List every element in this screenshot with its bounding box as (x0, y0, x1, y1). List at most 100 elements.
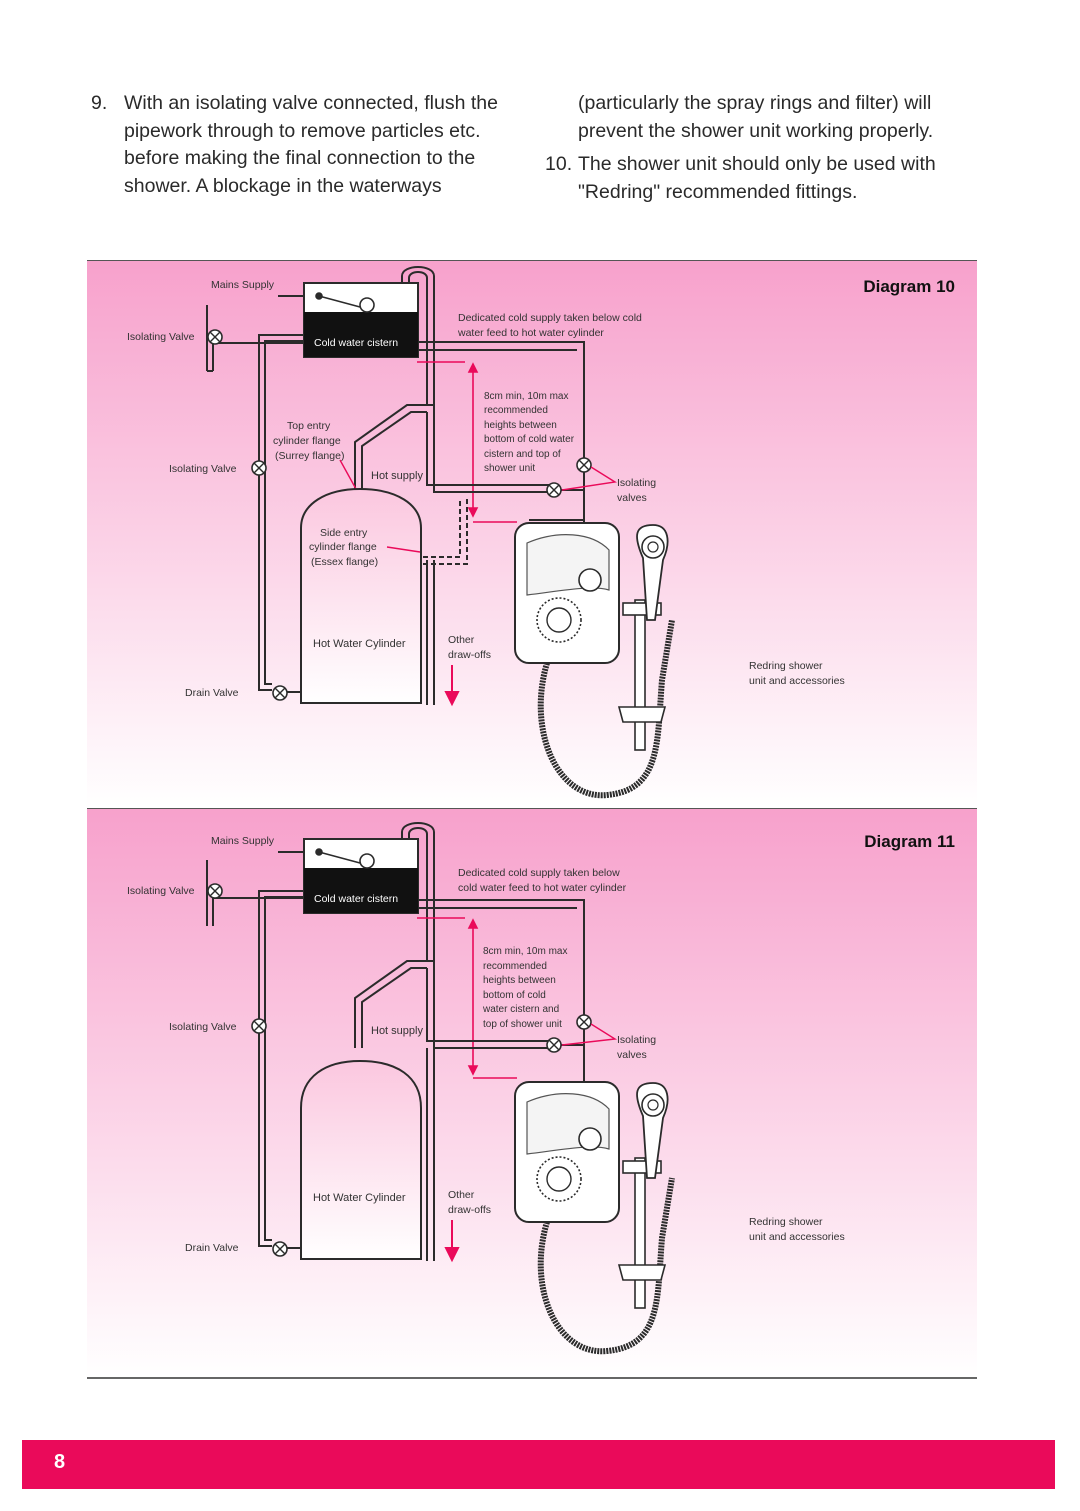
heights-note-5: cistern and top of (484, 449, 561, 460)
mains-supply-label: Mains Supply (211, 279, 275, 291)
diagram-title: Diagram 11 (864, 832, 955, 851)
diagram-11-panel: Diagram 11 Mains Supply Isolating Valve … (87, 808, 977, 1379)
hot-water-cylinder (300, 487, 422, 704)
float-valve-icon (315, 848, 375, 869)
draw-off-pipes (426, 1048, 435, 1261)
side-entry-line3: (Essex flange) (311, 556, 378, 568)
isolating-valves-pointer (561, 1023, 618, 1046)
height-indicator (417, 361, 517, 523)
diagram-title: Diagram 10 (863, 277, 955, 296)
isolating-valve-mid-icon (251, 1018, 267, 1034)
dedicated-cold-supply (418, 899, 585, 1030)
drain-valve-icon (272, 1241, 288, 1257)
isolating-valves-line1: Isolating (617, 477, 656, 489)
dedicated-supply-line2: cold water feed to hot water cylinder (458, 882, 627, 894)
cold-feed-inner (264, 896, 304, 1241)
isolating-valve-top-label: Isolating Valve (127, 885, 195, 897)
heights-note-1: 8cm min, 10m max (483, 946, 567, 957)
shower-unit (514, 1081, 620, 1223)
isolating-valve-top-label: Isolating Valve (127, 331, 195, 343)
other-drawoffs-line2: draw-offs (448, 649, 491, 661)
heights-note-1: 8cm min, 10m max (484, 391, 568, 402)
dedicated-supply-line2: water feed to hot water cylinder (457, 327, 604, 339)
draw-off-pipes (426, 560, 435, 705)
step-9-continuation-text: (particularly the spray rings and filter… (578, 92, 934, 142)
step-10: 10. The shower unit should only be used … (545, 151, 1005, 206)
step-9-continuation: (particularly the spray rings and filter… (578, 90, 998, 145)
cold-feed-outer (258, 890, 304, 1247)
isolating-valves-line2: valves (617, 492, 647, 504)
isolating-valve-mid-label: Isolating Valve (169, 463, 237, 475)
heights-note-6: top of shower unit (483, 1019, 562, 1030)
hot-supply-pipe-outer (426, 412, 554, 486)
heights-note-2: recommended (483, 961, 547, 972)
page-number: 8 (54, 1451, 66, 1473)
side-entry-line2: cylinder flange (309, 541, 377, 553)
cistern-label: Cold water cistern (314, 337, 398, 349)
heights-note-5: water cistern and (482, 1004, 559, 1015)
top-entry-pointer (339, 459, 357, 490)
step-9: 9. With an isolating valve connected, fl… (91, 90, 531, 200)
heights-note-4: bottom of cold (483, 990, 546, 1001)
hot-water-cylinder (300, 1059, 422, 1260)
step-9-number: 9. (91, 92, 108, 114)
redring-shower-line2: unit and accessories (749, 1231, 845, 1243)
heights-note-3: heights between (483, 975, 556, 986)
vent-pipe (401, 266, 435, 410)
heights-note-4: bottom of cold water (484, 434, 575, 445)
drain-valve-icon (272, 685, 288, 701)
isolating-valve-mid-label: Isolating Valve (169, 1021, 237, 1033)
other-drawoffs-line1: Other (448, 634, 475, 646)
isolating-valves-line1: Isolating (617, 1034, 656, 1046)
draw-off-arrow (444, 1220, 460, 1263)
hot-supply-label: Hot supply (371, 470, 423, 482)
side-entry-dashed-pipe (423, 498, 468, 565)
shower-handset-icon (636, 524, 669, 621)
shower-hose (537, 619, 675, 799)
other-drawoffs-line1: Other (448, 1189, 475, 1201)
step-9-text: With an isolating valve connected, flush… (124, 92, 498, 197)
heights-note-6: shower unit (484, 463, 535, 474)
top-entry-line1: Top entry (287, 420, 331, 432)
top-entry-pipe-outer (354, 960, 434, 1048)
dedicated-cold-supply (418, 341, 585, 475)
isolating-valve-top-icon (207, 329, 223, 345)
isolating-valves-line2: valves (617, 1049, 647, 1061)
diagram-10-panel: Diagram 10 Mains Supply Isolating Valve … (87, 260, 977, 807)
redring-shower-line1: Redring shower (749, 660, 823, 672)
other-drawoffs-line2: draw-offs (448, 1204, 491, 1216)
step-10-text: The shower unit should only be used with… (578, 153, 936, 203)
diagram-11: Diagram 11 Mains Supply Isolating Valve … (87, 808, 977, 1379)
hot-supply-label: Hot supply (371, 1025, 423, 1037)
isolating-valve-mid-icon (251, 460, 267, 476)
draw-off-arrow (444, 665, 460, 707)
shower-dial-small (578, 1127, 602, 1151)
isolating-valves-pointer (561, 466, 617, 491)
drain-valve-label: Drain Valve (185, 1242, 239, 1254)
cistern-water (304, 868, 418, 913)
shower-dial-small (578, 568, 602, 592)
heights-note-3: heights between (484, 420, 557, 431)
shower-handset-icon (636, 1082, 669, 1179)
cold-feed-inner (264, 340, 304, 685)
height-indicator (417, 917, 517, 1079)
hot-supply-pipe-inner (433, 410, 554, 493)
footer-bar: 8 (22, 1440, 1055, 1489)
side-entry-pointer (386, 546, 421, 553)
hot-water-cylinder-label: Hot Water Cylinder (313, 1192, 406, 1204)
cold-feed-outer (258, 334, 304, 691)
isolating-valve-cold-icon (576, 457, 592, 473)
cistern-water (304, 312, 418, 357)
redring-shower-line1: Redring shower (749, 1216, 823, 1228)
mains-supply-label: Mains Supply (211, 835, 275, 847)
top-entry-line3: (Surrey flange) (275, 450, 344, 462)
top-entry-pipe-inner (361, 967, 427, 1048)
dedicated-supply-line1: Dedicated cold supply taken below cold (458, 312, 642, 324)
isolating-valve-cold-icon (576, 1014, 592, 1030)
side-entry-line1: Side entry (320, 527, 368, 539)
float-valve-icon (315, 292, 375, 313)
cistern-label: Cold water cistern (314, 893, 398, 905)
isolating-valve-hot-icon (546, 1037, 562, 1053)
isolating-valve-top-icon (207, 883, 223, 899)
step-10-number: 10. (545, 153, 573, 175)
